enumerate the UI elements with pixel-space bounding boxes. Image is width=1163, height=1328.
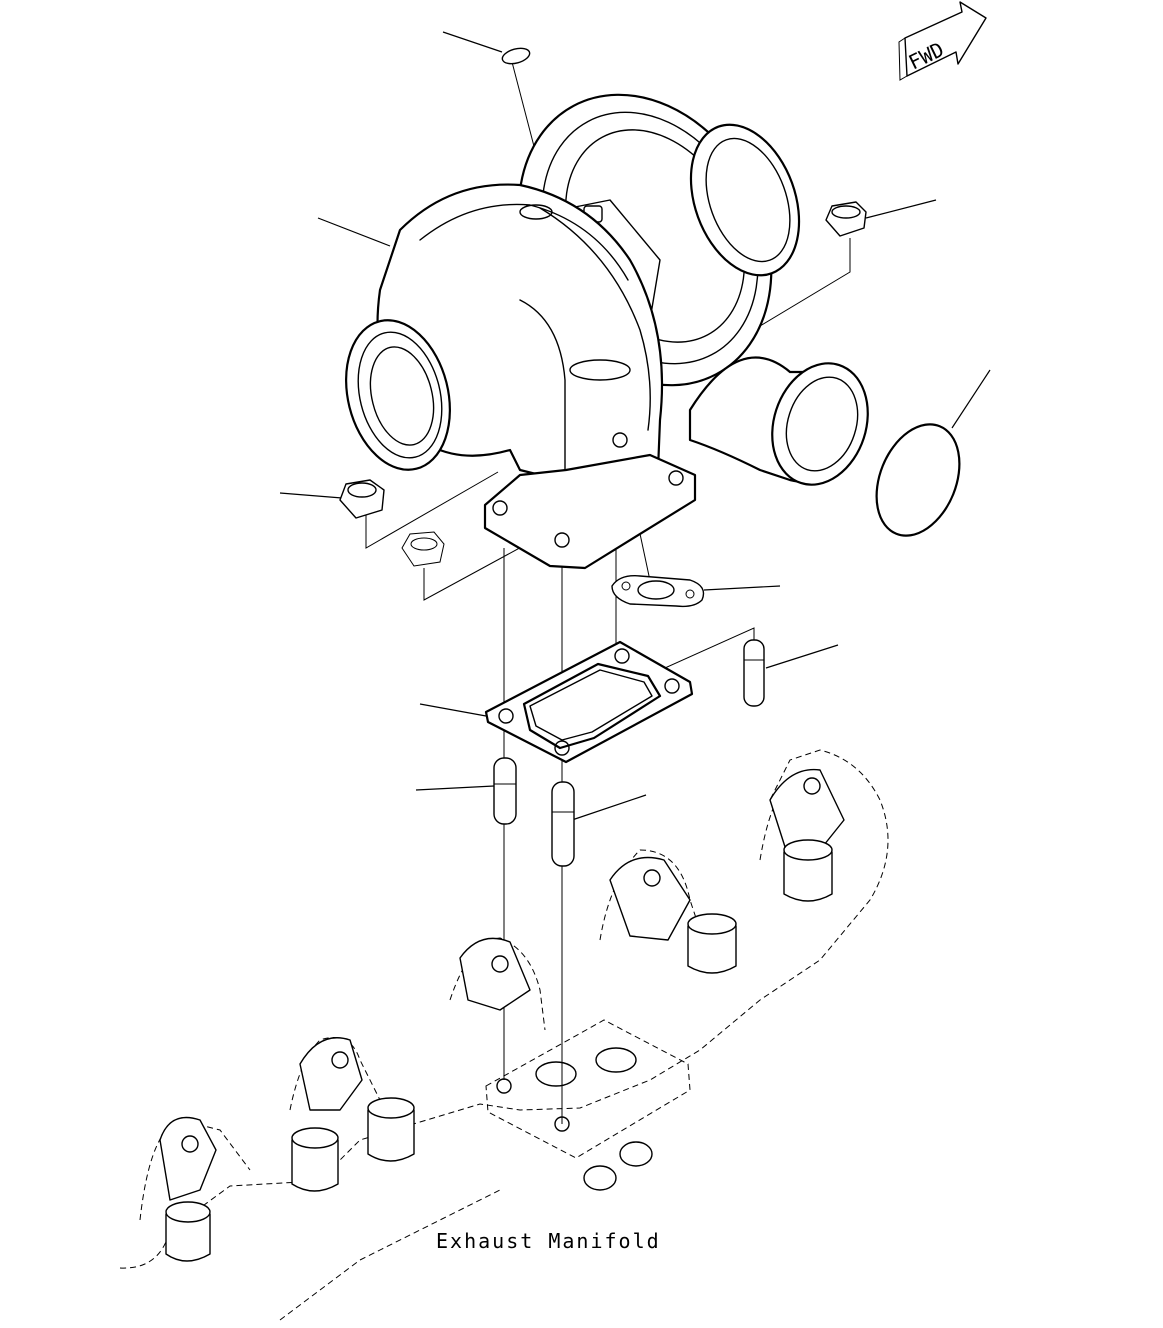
bushing <box>401 531 445 567</box>
gasket-main <box>484 640 694 764</box>
o-ring-large <box>875 423 961 537</box>
exhaust-manifold-label: Exhaust Manifold <box>436 1229 661 1253</box>
exhaust-manifold <box>119 749 889 1321</box>
gasket-small <box>611 575 705 608</box>
flange-nut-left <box>339 479 385 519</box>
flange-nut-right <box>825 201 867 237</box>
forward-direction-arrow-icon: FWD <box>898 1 987 81</box>
turbocharger <box>345 93 869 570</box>
leader-lines <box>279 31 991 821</box>
stud-right <box>743 639 765 707</box>
o-ring-small <box>501 47 531 65</box>
fwd-label: FWD <box>905 37 948 74</box>
stud-left-b <box>551 781 575 867</box>
manifold-port-bosses <box>165 839 833 1262</box>
stud-left-a <box>493 757 517 825</box>
